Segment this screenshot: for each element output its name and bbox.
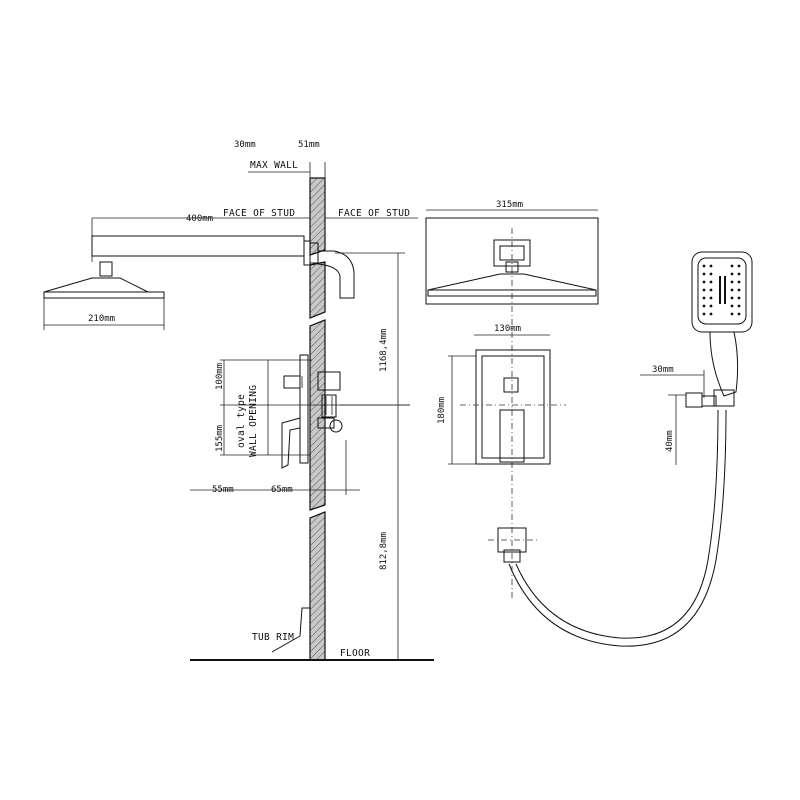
wall-min-label: 30mm [234, 140, 256, 150]
wall-max-label: 51mm [298, 140, 320, 150]
shower-arm [91, 218, 355, 299]
nozzle-dot [709, 296, 713, 300]
nozzle-dot [702, 312, 706, 316]
face-of-stud: 400mm FACE OF STUD FACE OF STUD [92, 208, 418, 224]
floor-label: FLOOR [340, 648, 370, 659]
valve-depth-right-label: 65mm [271, 485, 293, 495]
nozzle-dot [702, 272, 706, 276]
tub-and-floor: TUB RIM FLOOR [190, 607, 434, 661]
nozzle-dot [737, 264, 741, 268]
wall-opening-line1: oval type [236, 394, 247, 448]
nozzle-dot [730, 288, 734, 292]
holder-width-label: 30mm [652, 365, 674, 375]
valve-plate-front: 130mm 180mm [437, 324, 566, 465]
nozzle-dot [730, 280, 734, 284]
nozzle-dot [737, 280, 741, 284]
nozzle-dot [702, 296, 706, 300]
nozzle-dot [730, 312, 734, 316]
valve-height-label: 812,8mm [379, 532, 389, 570]
valve-upper-label: 100mm [215, 363, 225, 390]
nozzle-dot [737, 312, 741, 316]
nozzle-dot [709, 264, 713, 268]
holder-dims: 30mm 40mm [640, 365, 717, 465]
front-view: 315mm 130mm 180mm [425, 200, 753, 647]
head-width-front-label: 315mm [496, 200, 523, 210]
face-of-stud-left-label: FACE OF STUD [223, 208, 295, 219]
max-wall-label: MAX WALL [250, 160, 298, 171]
nozzle-dot [737, 272, 741, 276]
nozzle-dot [709, 288, 713, 292]
nozzle-dot [730, 296, 734, 300]
wall-opening-line2: WALL OPENING [248, 385, 259, 457]
plate-width-label: 130mm [494, 324, 521, 334]
nozzle-dot [730, 272, 734, 276]
arm-height-dim: 1168,4mm [335, 252, 405, 660]
spray-nozzles [702, 264, 741, 316]
nozzle-dot [730, 264, 734, 268]
tub-rim-label: TUB RIM [252, 632, 294, 643]
shower-head-front: 315mm [425, 200, 599, 600]
wall-thickness-dims: 30mm 51mm MAX WALL [234, 140, 326, 180]
valve-lower-label: 155mm [215, 425, 225, 452]
nozzle-dot [737, 288, 741, 292]
face-of-stud-right-label: FACE OF STUD [338, 208, 410, 219]
side-view: 30mm 51mm MAX WALL 400mm FACE OF STUD FA… [43, 140, 434, 661]
valve-depth-left-label: 55mm [212, 485, 234, 495]
nozzle-dot [709, 272, 713, 276]
nozzle-dot [702, 280, 706, 284]
nozzle-dot [709, 312, 713, 316]
nozzle-dot [702, 304, 706, 308]
nozzle-dot [709, 304, 713, 308]
valve-assembly [281, 354, 343, 469]
wall-outlet-front [488, 527, 540, 563]
nozzle-dot [730, 304, 734, 308]
shower-head-side: 210mm [43, 261, 165, 330]
head-diameter-label: 210mm [88, 314, 115, 324]
plate-height-label: 180mm [437, 397, 447, 424]
shower-hose [508, 409, 727, 647]
arm-length-label: 400mm [186, 214, 213, 224]
nozzle-dot [702, 288, 706, 292]
arm-height-label: 1168,4mm [379, 329, 389, 372]
wall-opening-dims: 100mm 155mm oval type WALL OPENING [215, 359, 410, 457]
nozzle-dot [709, 280, 713, 284]
valve-depth-dims: 55mm 65mm [190, 440, 360, 495]
holder-height-label: 40mm [665, 430, 675, 452]
nozzle-dot [702, 264, 706, 268]
hand-shower [691, 251, 753, 407]
nozzle-dot [737, 304, 741, 308]
nozzle-dot [737, 296, 741, 300]
valve-height-dim: 812,8mm [340, 404, 410, 570]
